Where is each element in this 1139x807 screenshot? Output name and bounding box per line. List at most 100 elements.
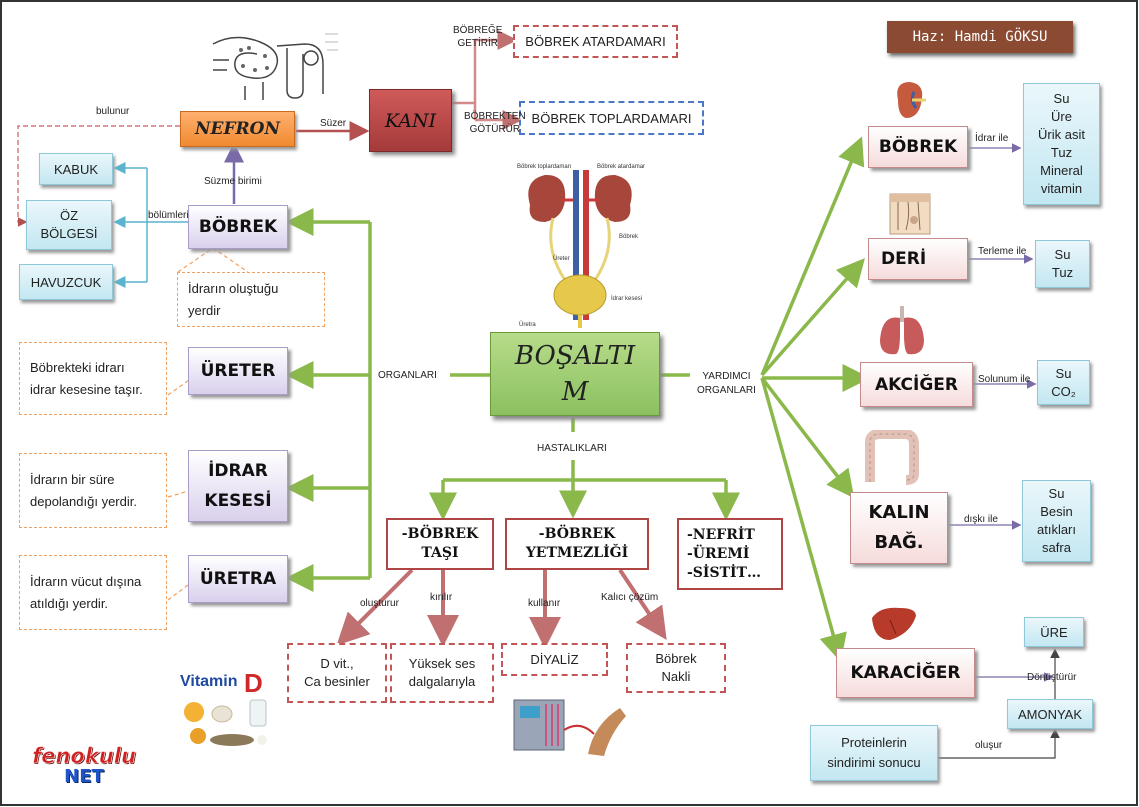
ureter-note-text: Böbrekteki idrarı idrar kesesine taşır. [30, 359, 143, 397]
fenokulu-logo: fenokulu NET [30, 740, 138, 792]
svg-text:Vitamin: Vitamin [180, 673, 238, 690]
yuksek-ses-label: Yüksek ses dalgalarıyla [408, 656, 476, 689]
deri-label: DERİ [881, 249, 927, 269]
nefron-label: NEFRON [194, 119, 281, 139]
protein-digestion-label: Proteinlerin sindirimi sonucu [827, 735, 921, 770]
edge-label-bobrekten-goturur: BÖBREKTEN GÖTÜRÜR [464, 111, 526, 135]
diyaliz-label: DİYALİZ [530, 652, 579, 667]
havuzcuk-label: HAVUZCUK [30, 274, 102, 290]
edge-label-bulunur: bulunur [96, 106, 130, 117]
kabuk-label: KABUK [53, 161, 99, 177]
skin-products-node: Su Tuz [1035, 240, 1090, 288]
artery-label: BÖBREK ATARDAMARI [525, 34, 666, 49]
nefron-node: NEFRON [180, 111, 295, 147]
bobrek-yetmezligi-node: -BÖBREK YETMEZLİĞİ [505, 518, 649, 570]
oz-bolgesi-node: ÖZ BÖLGESİ [26, 200, 112, 250]
svg-text:Üretra: Üretra [519, 321, 536, 328]
karaciger-label: KARACİĞER [850, 663, 961, 683]
svg-text:Üreter: Üreter [553, 255, 570, 262]
lung-products-text: Su CO₂ [1051, 365, 1076, 399]
other-diseases-label: -NEFRİT -ÜREMİ -SİSTİT… [687, 526, 761, 581]
bladder-note-text: İdrarın bir süre depolandığı yerdir. [30, 471, 137, 509]
oz-bolgesi-label: ÖZ BÖLGESİ [40, 208, 98, 241]
edge-label-kirilir: kırılır [430, 592, 453, 603]
urinary-system-illustration: Böbrek toplardamarı Böbrek atardamarı Böb… [517, 164, 645, 328]
lung-products-node: Su CO₂ [1037, 360, 1090, 405]
edge-label-organlari: ORGANLARI [378, 370, 437, 381]
kalin-bag-node: KALIN BAĞ. [850, 492, 948, 564]
protein-digestion-node: Proteinlerin sindirimi sonucu [810, 725, 938, 781]
bobrek-tasi-label: -BÖBREK TAŞI [401, 526, 479, 561]
svg-text:Böbrek toplardamarı: Böbrek toplardamarı [517, 164, 572, 170]
ure-label: ÜRE [1040, 624, 1068, 640]
uretra-label: ÜRETRA [199, 569, 277, 589]
nephron-illustration [212, 33, 338, 100]
other-diseases-node: -NEFRİT -ÜREMİ -SİSTİT… [677, 518, 783, 590]
bobrek-right-node: BÖBREK [868, 126, 968, 168]
edge-label-donusturur: Dönüştürür [1027, 672, 1077, 683]
yuksek-ses-node: Yüksek ses dalgalarıyla [390, 643, 494, 703]
svg-text:İdrar kesesi: İdrar kesesi [611, 295, 642, 302]
bobrek-nakli-label: Böbrek Nakli [655, 651, 697, 684]
kidney-products-node: Su Üre Ürik asit Tuz Mineral vitamin [1023, 83, 1100, 205]
skin-icon [889, 193, 931, 235]
edge-label-terleme-ile: Terleme ile [978, 246, 1027, 257]
artery-node: BÖBREK ATARDAMARI [513, 25, 678, 58]
logo-bottom: NET [64, 766, 104, 787]
idrar-kesesi-label: İDRAR KESESİ [204, 461, 272, 511]
edge-label-bolumleri: bölümleri [148, 210, 189, 221]
vein-label: BÖBREK TOPLARDAMARI [531, 110, 692, 126]
edge-label-kullanir: kullanır [528, 598, 561, 609]
bobrek-right-label: BÖBREK [878, 137, 958, 157]
edge-label-suzme-birimi: Süzme birimi [204, 176, 262, 187]
bobrek-left-label: BÖBREK [198, 217, 278, 237]
lungs-icon [880, 306, 924, 355]
large-intestine-icon [865, 430, 919, 485]
intestine-products-node: Su Besin atıkları safra [1022, 480, 1091, 562]
urethra-note: İdrarın vücut dışına atıldığı yerdir. [19, 555, 167, 630]
akciger-label: AKCİĞER [874, 374, 959, 395]
author-badge: Haz: Hamdi GÖKSU [887, 21, 1073, 53]
kalin-bag-label: KALIN BAĞ. [868, 502, 930, 553]
bladder-note: İdrarın bir süre depolandığı yerdir. [19, 453, 167, 528]
ureter-label: ÜRETER [200, 361, 276, 381]
svg-text:Böbrek: Böbrek [619, 234, 639, 240]
svg-text:Böbrek atardamarı: Böbrek atardamarı [597, 164, 645, 170]
edge-label-diski-ile: dışkı ile [964, 514, 998, 525]
kidney-icon [897, 82, 926, 118]
havuzcuk-node: HAVUZCUK [19, 264, 113, 300]
kidney-note-text: İdrarın oluştuğu yerdir [188, 280, 279, 318]
d-vit-label: D vit., Ca besinler [304, 656, 370, 689]
edge-label-hastaliklari: HASTALIKLARI [537, 443, 607, 454]
bosaltim-central-node: BOŞALTI M [490, 332, 660, 416]
edge-label-yardimci-organlari: YARDIMCI ORGANLARI [697, 371, 756, 396]
kidney-note: İdrarın oluştuğu yerdir [177, 272, 325, 327]
edge-label-bobrege-getirir: BÖBREĞE GETİRİR [453, 25, 503, 49]
bobrek-yetmezligi-label: -BÖBREK YETMEZLİĞİ [525, 526, 629, 561]
amonyak-label: AMONYAK [1017, 706, 1083, 722]
idrar-kesesi-node: İDRAR KESESİ [188, 450, 288, 522]
kani-label: KANI [384, 109, 437, 132]
deri-node: DERİ [868, 238, 968, 280]
author-badge-text: Haz: Hamdi GÖKSU [912, 29, 1048, 45]
edge-label-olusur: oluşur [975, 740, 1003, 751]
bobrek-nakli-node: Böbrek Nakli [626, 643, 726, 693]
bobrek-tasi-node: -BÖBREK TAŞI [386, 518, 494, 570]
bobrek-left-node: BÖBREK [188, 205, 288, 249]
ureter-note: Böbrekteki idrarı idrar kesesine taşır. [19, 342, 167, 415]
edge-label-olusturur: oluşturur [360, 598, 399, 609]
amonyak-node: AMONYAK [1007, 699, 1093, 729]
bosaltim-label: BOŞALTI M [514, 341, 636, 407]
ure-node: ÜRE [1024, 617, 1084, 647]
urethra-note-text: İdrarın vücut dışına atıldığı yerdir. [30, 573, 142, 611]
vitamin-d-foods-image: Vitamin D [180, 668, 267, 746]
skin-products-text: Su Tuz [1051, 247, 1074, 280]
kidney-products-text: Su Üre Ürik asit Tuz Mineral vitamin [1038, 91, 1085, 196]
liver-icon [872, 607, 916, 640]
logo-top: fenokulu [32, 744, 136, 768]
edge-label-solunum-ile: Solunum ile [978, 374, 1031, 385]
intestine-products-text: Su Besin atıkları safra [1036, 486, 1076, 555]
d-vit-node: D vit., Ca besinler [287, 643, 387, 703]
